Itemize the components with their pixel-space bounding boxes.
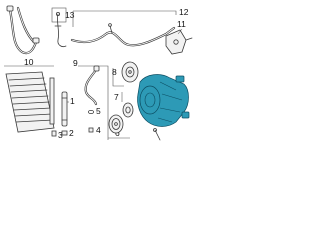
pulley-part-8 bbox=[121, 61, 139, 83]
callout-12: 12 bbox=[179, 7, 189, 17]
fitting-part-3 bbox=[51, 130, 57, 137]
frame-part-9 bbox=[78, 65, 109, 140]
callout-13: 13 bbox=[65, 10, 75, 20]
receiver-dryer-part-1 bbox=[61, 91, 68, 127]
clutch-hub-part-7 bbox=[122, 102, 134, 118]
pipe-part-13 bbox=[51, 7, 67, 48]
callout-11: 11 bbox=[177, 19, 186, 29]
callout-8: 8 bbox=[112, 67, 117, 77]
callout-2: 2 bbox=[69, 128, 74, 138]
ac-parts-diagram: 13 12 11 10 1 3 bbox=[4, 5, 193, 141]
frame-part-12 bbox=[72, 10, 177, 27]
callout-9: 9 bbox=[73, 58, 78, 68]
hose-assembly-upper-left bbox=[6, 5, 40, 55]
armature-plate-part-6 bbox=[108, 114, 124, 134]
compressor-mount-bolt bbox=[153, 128, 161, 141]
callout-1: 1 bbox=[70, 96, 75, 106]
callout-7: 7 bbox=[114, 92, 119, 102]
liquid-line-part-9 bbox=[84, 65, 100, 106]
bracket-part-11 bbox=[165, 29, 193, 55]
callout-10: 10 bbox=[24, 57, 34, 67]
condenser-part-10 bbox=[5, 71, 55, 133]
callout-5: 5 bbox=[96, 106, 101, 116]
discharge-pipe-part-12 bbox=[70, 23, 176, 47]
callout-4: 4 bbox=[96, 125, 101, 135]
compressor-assembly bbox=[137, 74, 190, 127]
o-ring-part-5 bbox=[88, 110, 95, 115]
seal-part-4 bbox=[88, 127, 94, 133]
fitting-part-2 bbox=[61, 130, 68, 136]
callout-3: 3 bbox=[58, 130, 63, 140]
frame-part-8 bbox=[112, 68, 124, 87]
